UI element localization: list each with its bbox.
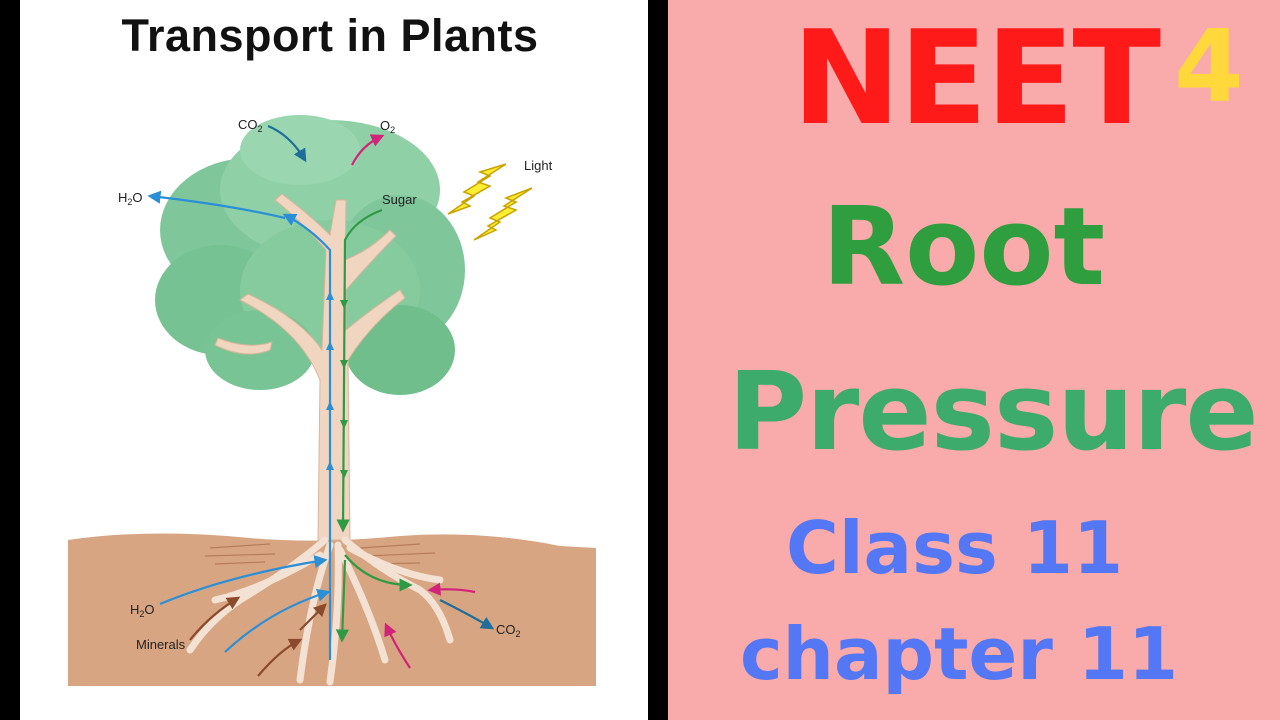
chapter-label: chapter 11 xyxy=(740,612,1179,696)
soil-texture xyxy=(204,543,436,565)
sugar-arrows xyxy=(335,208,413,643)
soil xyxy=(68,533,596,686)
thumbnail-panel: NEET 4 Root Pressure Class 11 chapter 11 xyxy=(668,0,1280,720)
topic-line-root: Root xyxy=(822,185,1106,310)
tree-trunk xyxy=(214,193,406,541)
water-arrows xyxy=(147,190,332,660)
topic-line-pressure: Pressure xyxy=(728,350,1259,475)
oxygen-arrows xyxy=(351,134,476,669)
light-bolt-icon xyxy=(447,163,533,241)
diagram-title: Transport in Plants xyxy=(121,10,539,61)
h2o-top-label: H2O xyxy=(118,190,143,207)
co2-arrows xyxy=(267,124,495,630)
h2o-bottom-label: H2O xyxy=(130,602,155,619)
o2-top-label: O2 xyxy=(380,118,395,135)
co2-bottom-label: CO2 xyxy=(496,622,521,639)
co2-top-label: CO2 xyxy=(238,117,263,134)
diagram-panel: CO2 O2 Light H2O Sugar H2O Minerals CO2 … xyxy=(20,0,648,720)
sugar-label: Sugar xyxy=(382,192,417,207)
neet-heading: NEET xyxy=(792,2,1161,154)
transport-diagram: CO2 O2 Light H2O Sugar H2O Minerals CO2 xyxy=(68,115,596,686)
class-label: Class 11 xyxy=(786,506,1124,590)
light-label: Light xyxy=(524,158,553,173)
mineral-arrows xyxy=(189,596,327,677)
minerals-label: Minerals xyxy=(136,637,186,652)
episode-number: 4 xyxy=(1174,8,1244,125)
